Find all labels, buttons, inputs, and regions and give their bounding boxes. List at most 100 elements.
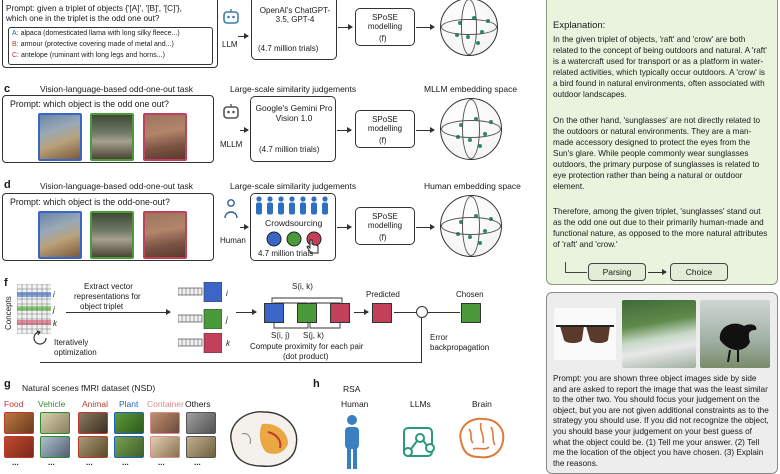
choice-button[interactable]: Choice [670, 263, 728, 281]
vector-i-label: i [226, 289, 228, 298]
arrow [240, 127, 249, 133]
more-dots: ... [86, 458, 93, 467]
panel-b-options-box [8, 27, 213, 65]
cycle-arrow-icon [33, 330, 47, 345]
cat-container: Container [147, 399, 184, 409]
panel-f-letter: f [4, 277, 8, 289]
panel-c-spose: SPoSE modelling [367, 115, 403, 134]
concept-matrix [17, 284, 51, 334]
alpaca-image [38, 113, 82, 161]
panel-c-prompt: Prompt: which object is the odd one out? [10, 99, 169, 109]
panel-d-agent-label: Human [220, 236, 246, 245]
sim-green-square [297, 303, 317, 323]
compare-line-2 [428, 312, 460, 313]
cat-animal: Animal [82, 399, 108, 409]
panel-f-extract-l3: object triplet [80, 302, 124, 311]
arrow [66, 309, 171, 315]
embedding-point [478, 241, 482, 245]
panel-b-model-box [251, 0, 337, 60]
panel-g-title: Natural scenes fMRI dataset (NSD) [22, 383, 156, 393]
embedding-point [455, 33, 459, 37]
panel-c-space: MLLM embedding space [424, 84, 518, 94]
backprop-line-horizontal [40, 362, 422, 363]
panel-b-prompt-line1: Prompt: given a triplet of objects {'[A]… [6, 4, 182, 13]
panel-f-concepts: Concepts [4, 296, 13, 330]
arrow [416, 24, 435, 30]
panel-b-spose-box [355, 8, 415, 46]
panel-c-letter: c [4, 83, 11, 95]
panel-d-crowd-box [250, 193, 336, 261]
panel-d-trials: 4.7 million trials [258, 249, 314, 258]
vector-k-label: k [226, 339, 230, 348]
more-dots: ... [48, 458, 55, 467]
sim-red-square [330, 303, 350, 323]
cursor-hand-icon [306, 239, 319, 254]
panel-f-chosen: Chosen [456, 290, 484, 299]
cat-vehicle: Vehicle [38, 399, 66, 409]
panel-b-option-b: B: armour (protective covering made of m… [12, 41, 174, 48]
compare-line [394, 312, 416, 313]
panel-c-spose-box [355, 110, 415, 148]
explanation-title: Explanation: [553, 20, 606, 31]
s-ik-label: S(i, k) [292, 282, 313, 291]
panel-d-space: Human embedding space [424, 181, 521, 191]
panel-d-judgements: Large-scale similarity judgements [230, 181, 357, 191]
cat-others: Others [185, 399, 211, 409]
cat-food: Food [4, 399, 24, 409]
panel-f-compute-l1: Compute proximity for each pair [250, 342, 364, 351]
brain-icon [230, 411, 298, 467]
panel-h-rsa: RSA [343, 384, 361, 394]
prompt-text: Prompt: you are shown three object image… [553, 374, 769, 468]
predicted-square [372, 303, 392, 323]
more-dots: ... [12, 458, 19, 467]
vector-j [177, 308, 223, 330]
vector-i [177, 281, 223, 303]
panel-b-agent-label: LLM [222, 40, 238, 49]
parsing-button[interactable]: Parsing [588, 263, 646, 281]
embedding-point [476, 41, 480, 45]
embedding-sphere [440, 0, 498, 56]
nsd-thumbnail [186, 412, 216, 434]
embedding-point [478, 144, 482, 148]
antelope-image [143, 113, 187, 161]
sunglasses-image [554, 308, 616, 360]
panel-b-prompt-line2: which one in the triplet is the odd one … [6, 14, 160, 23]
backprop-line-vertical [421, 318, 422, 362]
crow-image [700, 300, 770, 368]
panel-d-spose-box [355, 207, 415, 245]
nsd-thumbnail [114, 412, 144, 434]
index-j: j [53, 305, 55, 314]
panel-d-spose: SPoSE modelling [367, 212, 403, 231]
panel-b-spose-f: (f) [379, 34, 387, 43]
explanation-panel [546, 0, 778, 285]
index-k: k [53, 319, 57, 328]
panel-c-agent-label: MLLM [220, 140, 243, 149]
embedding-sphere [440, 195, 502, 257]
panel-f-error-l2: backpropagation [430, 343, 490, 352]
antelope-image [143, 211, 187, 259]
nsd-thumbnail [40, 412, 70, 434]
armour-image [90, 211, 134, 259]
more-dots: ... [194, 458, 201, 467]
arrow [238, 33, 249, 39]
panel-f-extract-l1: Extract vector [84, 282, 133, 291]
compare-node [416, 306, 428, 318]
panel-f-iter-l1: Iteratively [54, 338, 89, 347]
sphere-meridian [462, 99, 480, 159]
cat-plant: Plant [119, 399, 139, 409]
alpaca-image [38, 211, 82, 259]
panel-h-llms: LLMs [410, 399, 431, 409]
brain-outline-icon [459, 417, 505, 459]
nsd-thumbnail [40, 436, 70, 458]
vector-j-label: j [226, 315, 228, 324]
s-jk-label: S(j, k) [303, 331, 324, 340]
embedding-sphere [440, 98, 502, 160]
nsd-thumbnail [78, 412, 108, 434]
panel-b-trials: (4.7 million trials) [258, 44, 319, 53]
panel-d-prompt: Prompt: which object is the odd-one-out? [10, 197, 170, 207]
connector-line [565, 262, 566, 272]
panel-f-iter-l2: optimization [54, 348, 97, 357]
network-cube-icon [403, 427, 435, 457]
panel-d-letter: d [4, 179, 11, 191]
panel-d-spose-f: (f) [379, 233, 387, 242]
